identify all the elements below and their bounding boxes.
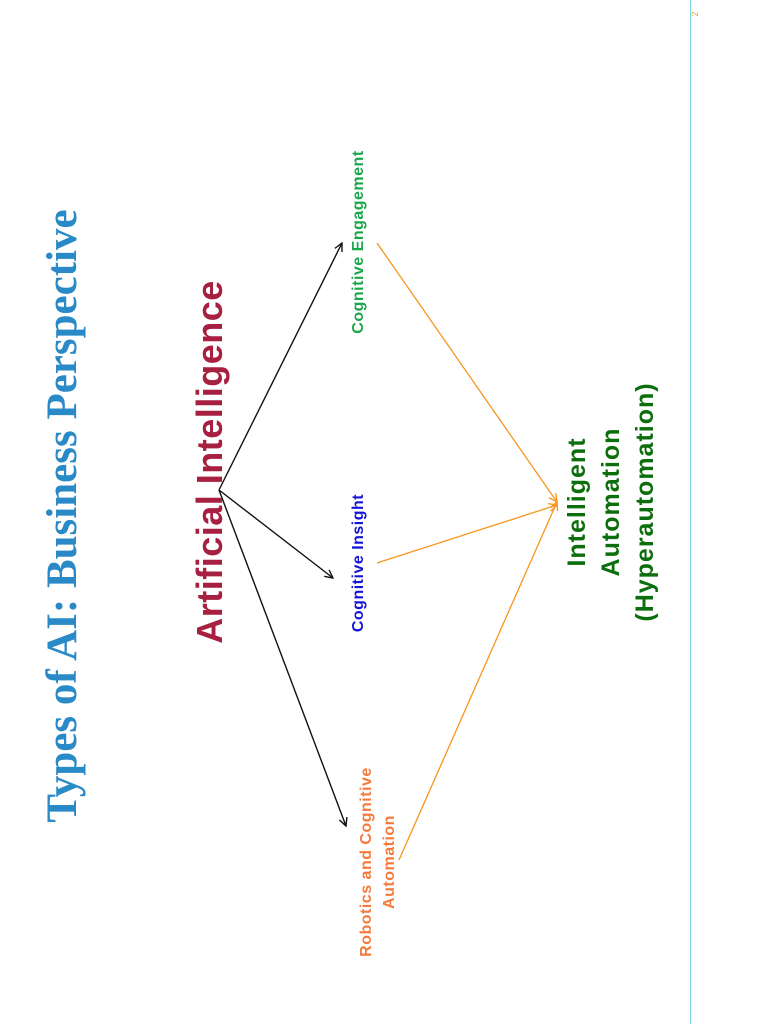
arrow-ai-to-robotics [218, 489, 346, 826]
outcome-line-2: Automation [597, 427, 625, 577]
node-cognitive-insight: Cognitive Insight [350, 493, 367, 633]
slide-edge-line [690, 0, 691, 1024]
diagram-heading: Artificial Intelligence [189, 280, 230, 644]
robotics-line-2: Automation [381, 815, 398, 909]
node-cognitive-engagement: Cognitive Engagement [350, 150, 367, 334]
robotics-line-1: Robotics and Cognitive [358, 767, 375, 957]
arrow-engagement-to-outcome [376, 242, 557, 502]
arrow-robotics-to-outcome [398, 502, 557, 861]
page-title: Types of AI: Business Perspective [39, 209, 86, 823]
outcome-line-1: Intelligent [563, 437, 591, 567]
node-robotics-cognitive-automation: Robotics and Cognitive Automation [355, 747, 401, 977]
arrow-ai-to-engagement [218, 243, 342, 491]
outcome-line-3: (Hyperautomation) [631, 382, 659, 622]
arrow-insight-to-outcome [376, 505, 557, 564]
arrow-ai-to-insight [218, 489, 333, 578]
node-intelligent-automation: Intelligent Automation (Hyperautomation) [560, 377, 662, 627]
